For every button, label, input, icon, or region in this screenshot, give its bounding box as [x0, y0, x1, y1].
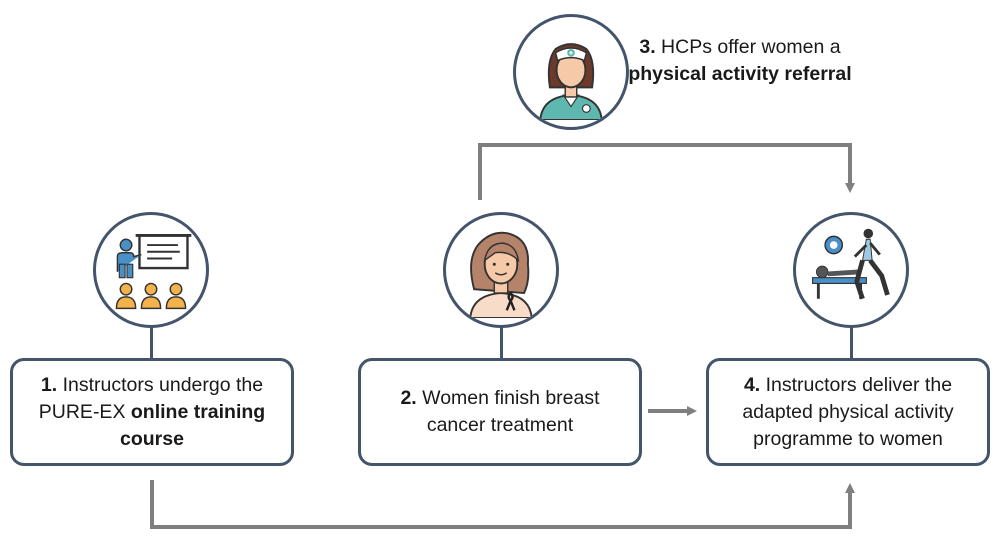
step3-label: 3. HCPs offer women a physical activity …	[615, 34, 865, 88]
exercise-gym-icon	[793, 212, 909, 328]
step1-box: 1. Instructors undergo the PURE-EX onlin…	[10, 358, 294, 466]
step2-box: 2. Women finish breast cancer treatment	[358, 358, 642, 466]
step4-number: 4.	[743, 373, 761, 396]
step1-bold-text: online training course	[120, 400, 266, 450]
step4-box: 4. Instructors deliver the adapted physi…	[706, 358, 990, 466]
woman-awareness-ribbon-icon	[443, 212, 559, 328]
arrow-step1-to-step4-bottom	[150, 480, 855, 529]
step4-text: Instructors deliver the adapted physical…	[742, 373, 954, 450]
step3-number: 3.	[639, 36, 656, 58]
nurse-icon	[513, 14, 629, 130]
step3-text: HCPs offer women a	[655, 36, 841, 58]
connector-step1	[150, 326, 153, 360]
arrow-step2-to-step4-top	[478, 143, 855, 200]
connector-step4	[850, 326, 853, 360]
step2-number: 2.	[400, 387, 417, 409]
step3-bold-text: physical activity referral	[628, 63, 852, 85]
step1-number: 1.	[40, 373, 58, 396]
connector-step2	[500, 326, 503, 360]
step1-text: Instructors undergo the PURE-EX	[38, 373, 264, 423]
step2-text: Women finish breast cancer treatment	[416, 387, 600, 436]
presentation-training-icon	[93, 212, 209, 328]
